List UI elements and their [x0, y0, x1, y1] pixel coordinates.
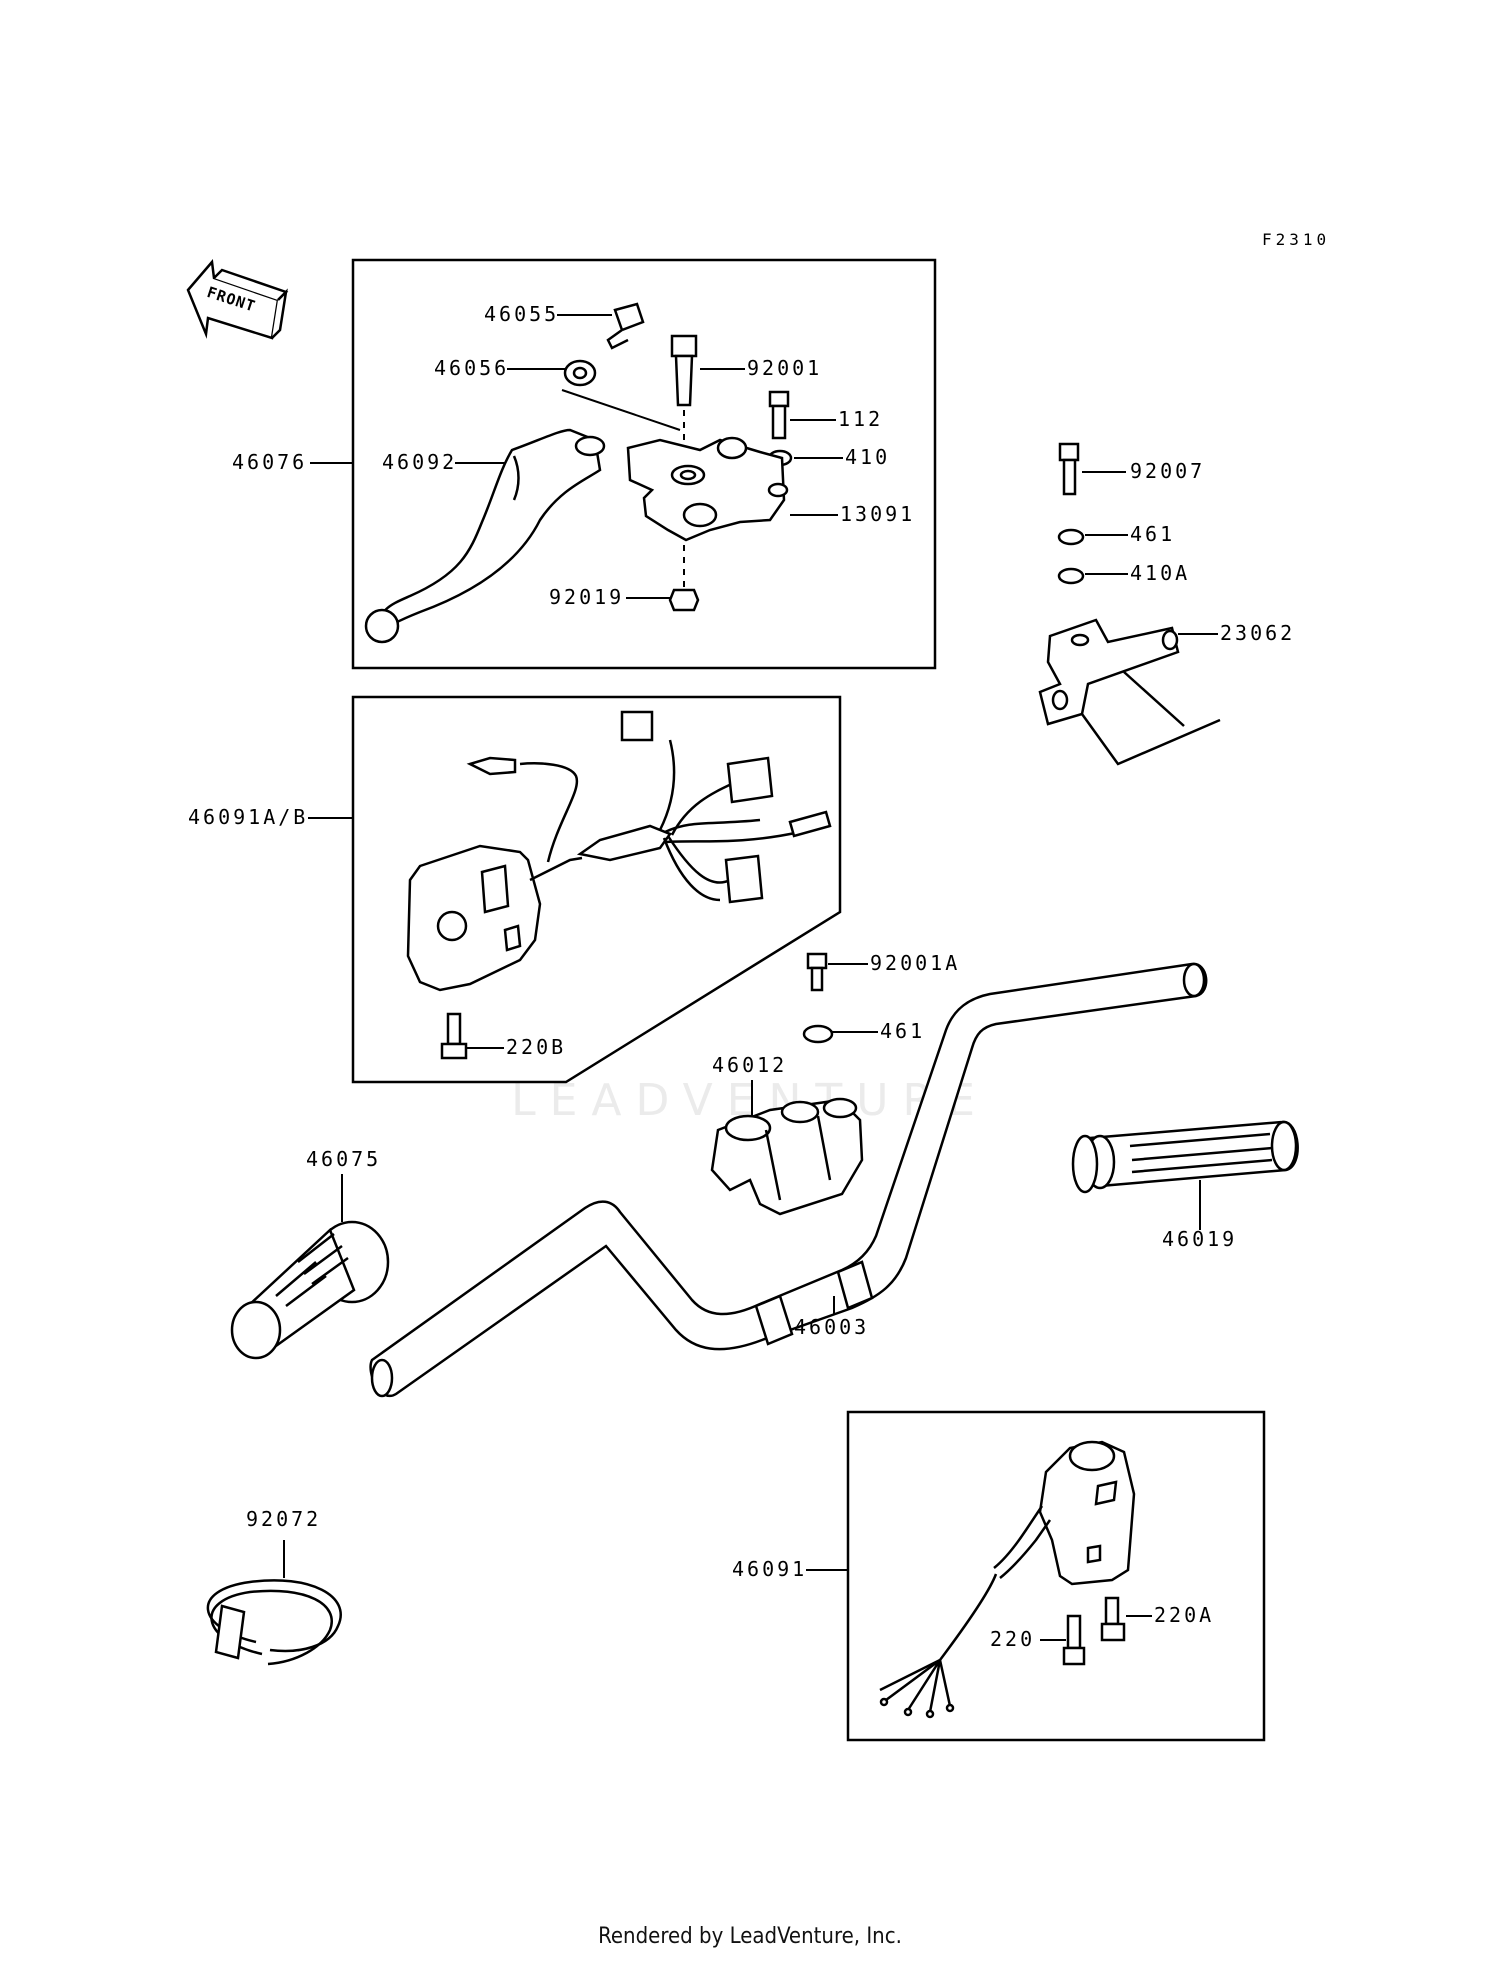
throttle-grip-46019 — [1071, 1120, 1299, 1194]
callout-112: 112 — [838, 407, 883, 431]
handlebar-switch-46091 — [879, 1440, 1136, 1719]
clutch-lever-46092 — [364, 428, 606, 644]
handlebar-switch-46091AB — [406, 710, 832, 992]
callout-220: 220 — [990, 1627, 1035, 1651]
handlebar-holder-46012 — [710, 1097, 864, 1216]
callout-46056: 46056 — [434, 356, 509, 380]
pivot-bolt-92001 — [670, 334, 698, 455]
locknut-46056 — [563, 359, 597, 387]
screw-220 — [1062, 1614, 1086, 1666]
callout-46076: 46076 — [232, 450, 307, 474]
callout-46091AB: 46091A/B — [188, 805, 308, 829]
callout-13091: 13091 — [840, 502, 915, 526]
callout-46003: 46003 — [794, 1315, 869, 1339]
handlebar-46003 — [369, 962, 1208, 1398]
screw-220A — [1100, 1596, 1126, 1642]
bracket-23062 — [1038, 618, 1221, 766]
callout-461-lower: 461 — [880, 1019, 925, 1043]
cable-band-92072 — [206, 1579, 342, 1666]
bolt-92001A — [806, 952, 828, 992]
grip-46075 — [230, 1220, 390, 1360]
callout-46019: 46019 — [1162, 1227, 1237, 1251]
washer-461-lower — [802, 1024, 834, 1044]
right-switch-box — [846, 1410, 1266, 1742]
callout-220A: 220A — [1154, 1603, 1214, 1627]
lever-holder-13091 — [626, 436, 789, 542]
callout-92001A: 92001A — [870, 951, 960, 975]
adjuster-screw-46055 — [606, 302, 645, 350]
callout-92007: 92007 — [1130, 459, 1205, 483]
callout-461-top: 461 — [1130, 522, 1175, 546]
callout-92019: 92019 — [549, 585, 624, 609]
callout-92001: 92001 — [747, 356, 822, 380]
callout-410A: 410A — [1130, 561, 1190, 585]
callout-46075: 46075 — [306, 1147, 381, 1171]
washer-410A — [1057, 567, 1085, 585]
render-credit: Rendered by LeadVenture, Inc. — [598, 1924, 902, 1949]
diagram-code: F2310 — [1262, 230, 1330, 249]
screw-220B — [440, 1012, 468, 1060]
callout-46012: 46012 — [712, 1053, 787, 1077]
callout-410: 410 — [845, 445, 890, 469]
nut-92019 — [668, 588, 700, 612]
washer-461-top — [1057, 528, 1085, 546]
front-arrow-icon: FRONT — [186, 259, 289, 340]
callout-92072: 92072 — [246, 1507, 321, 1531]
bolt-92007 — [1058, 442, 1080, 496]
switch-assembly-box — [351, 695, 842, 1084]
callout-46091: 46091 — [732, 1557, 807, 1581]
clamp-bolt-112 — [768, 390, 790, 440]
callout-46092: 46092 — [382, 450, 457, 474]
callout-23062: 23062 — [1220, 621, 1295, 645]
callout-46055: 46055 — [484, 302, 559, 326]
callout-220B: 220B — [506, 1035, 566, 1059]
